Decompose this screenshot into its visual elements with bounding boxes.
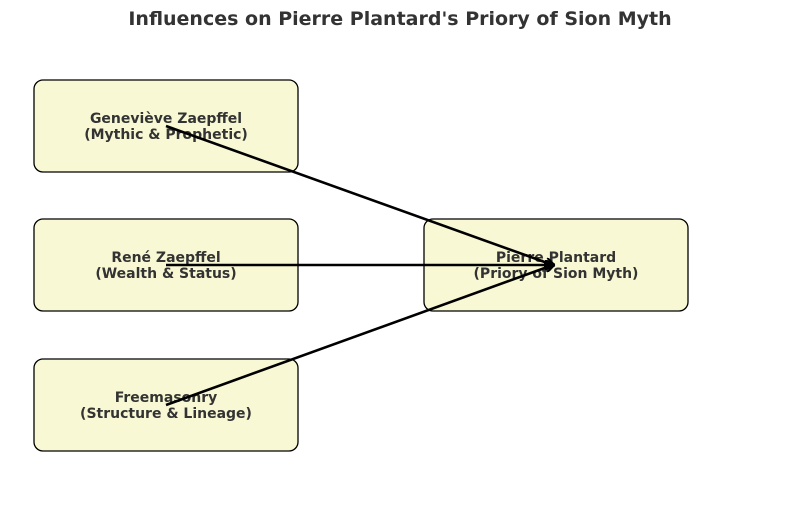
edge-freemasonry-to-plantard	[165, 265, 553, 407]
node-rene-role: (Wealth & Status)	[95, 266, 236, 282]
node-plantard-role: (Priory of Sion Myth)	[474, 266, 639, 282]
edge-genevieve-to-plantard	[165, 124, 553, 265]
node-freemasonry-name: Freemasonry	[115, 390, 218, 406]
node-freemasonry-role: (Structure & Lineage)	[80, 406, 252, 422]
diagram-title: Influences on Pierre Plantard's Priory o…	[128, 8, 671, 30]
node-plantard-name: Pierre Plantard	[496, 250, 616, 266]
node-genevieve-name: Geneviève Zaepffel	[90, 111, 242, 127]
node-genevieve-role: (Mythic & Prophetic)	[84, 127, 248, 143]
node-rene-name: René Zaepffel	[111, 250, 220, 266]
